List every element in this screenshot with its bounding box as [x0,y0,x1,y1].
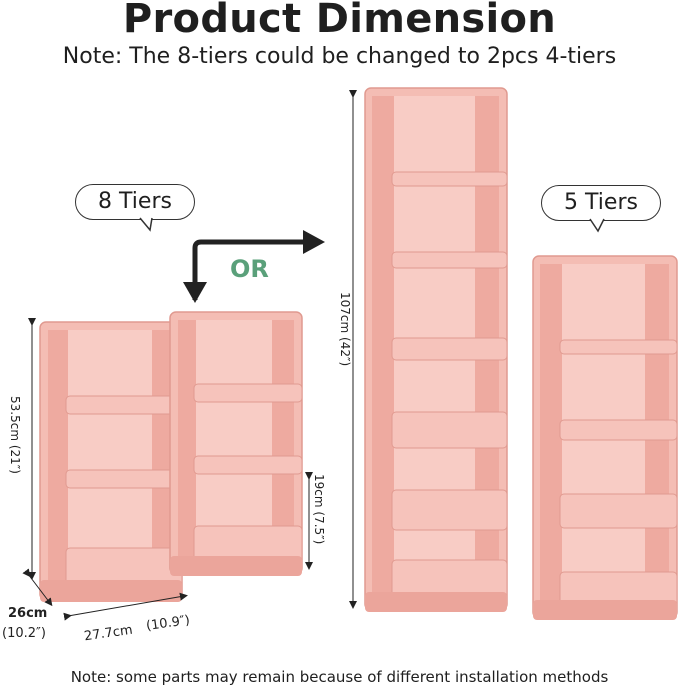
rack-4-tier-left [39,321,183,602]
bubble-tail [589,218,605,233]
rack-8-tier [364,87,508,612]
bubble-8-tiers: 8 Tiers [75,184,195,220]
arrow-down-icon [183,282,207,303]
height-8-tier-label: 107cm (42″) [338,292,352,367]
or-label: OR [230,255,269,283]
depth-inch-label: (10.2″) [2,626,46,641]
depth-line [22,568,53,607]
bottom-note: Note: some parts may remain because of d… [70,668,609,686]
height-4-tier-label: 53.5cm (21″) [8,396,22,474]
top-note: Note: The 8-tiers could be changed to 2p… [62,44,617,69]
shelf-gap-label: 19cm (7.5″) [312,474,326,545]
width-line [63,592,188,621]
or-arrow-line [192,239,305,300]
bubble-5-tiers: 5 Tiers [541,185,661,221]
depth-label: 26cm [8,606,48,621]
rack-5-tier [532,255,678,620]
arrow-right-icon [303,230,325,254]
page-title: Product Dimension [122,0,557,42]
rack-4-tier-right [169,311,303,576]
bubble-tail [139,217,153,232]
